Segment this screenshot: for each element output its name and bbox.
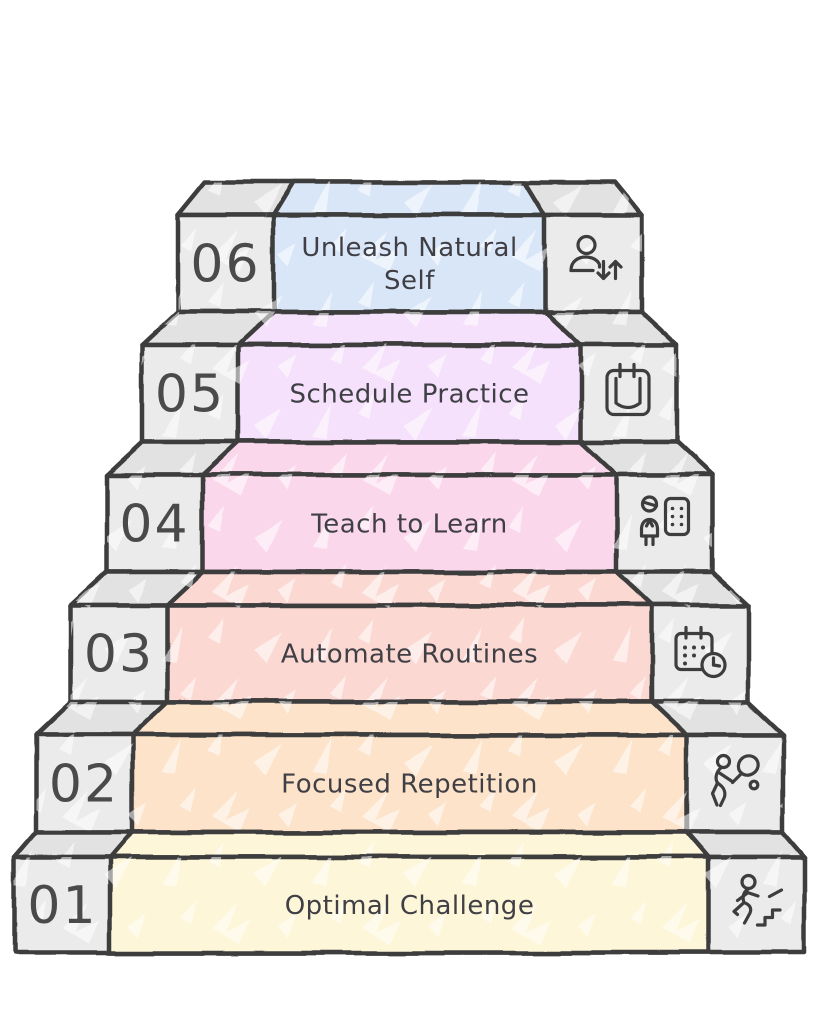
step-01-shapes <box>12 829 807 956</box>
staircase-shapes <box>12 179 807 956</box>
calendar-clock-icon <box>674 625 727 679</box>
step-label: Focused Repetition <box>281 770 538 800</box>
step-number: 06 <box>190 235 260 295</box>
step-front-texture <box>14 857 805 953</box>
step-top-texture <box>142 312 677 345</box>
step-04-shapes <box>104 439 715 575</box>
step-top-texture <box>14 832 805 857</box>
step-label: Optimal Challenge <box>285 891 535 921</box>
step-03-shapes <box>68 569 751 705</box>
step-03: 03 Automate Routines <box>84 625 727 685</box>
step-number: 01 <box>27 876 97 936</box>
step-front-texture <box>36 735 783 832</box>
tennis-player-icon <box>710 753 760 808</box>
step-top-texture <box>177 182 642 215</box>
step-label: Self <box>384 266 435 296</box>
step-number: 05 <box>155 365 225 425</box>
step-number: 04 <box>119 495 189 555</box>
step-01: 01 Optimal Challenge <box>27 873 784 936</box>
step-front-texture <box>142 345 677 442</box>
step-front-texture <box>106 475 713 572</box>
step-05-shapes <box>139 309 680 445</box>
step-front-texture <box>71 605 748 702</box>
step-label: Automate Routines <box>281 640 538 670</box>
step-front-texture <box>177 215 642 312</box>
step-label: Schedule Practice <box>289 380 529 410</box>
person-climbing-stairs-icon <box>732 873 784 927</box>
calendar-notes-icon <box>605 362 651 417</box>
step-04: 04 Teach to Learn <box>119 495 691 555</box>
step-label: Unleash Natural <box>301 233 517 263</box>
step-top-texture <box>106 442 713 475</box>
step-number: 02 <box>49 755 119 815</box>
step-top-texture <box>36 702 783 735</box>
step-number: 03 <box>84 625 154 685</box>
step-02-shapes <box>33 699 786 835</box>
step-label: Teach to Learn <box>310 510 507 540</box>
step-05: 05 Schedule Practice <box>155 362 651 425</box>
step-top-texture <box>71 572 748 605</box>
step-02: 02 Focused Repetition <box>49 753 760 815</box>
teacher-board-icon <box>639 495 691 547</box>
person-sync-arrows-icon <box>569 234 623 281</box>
